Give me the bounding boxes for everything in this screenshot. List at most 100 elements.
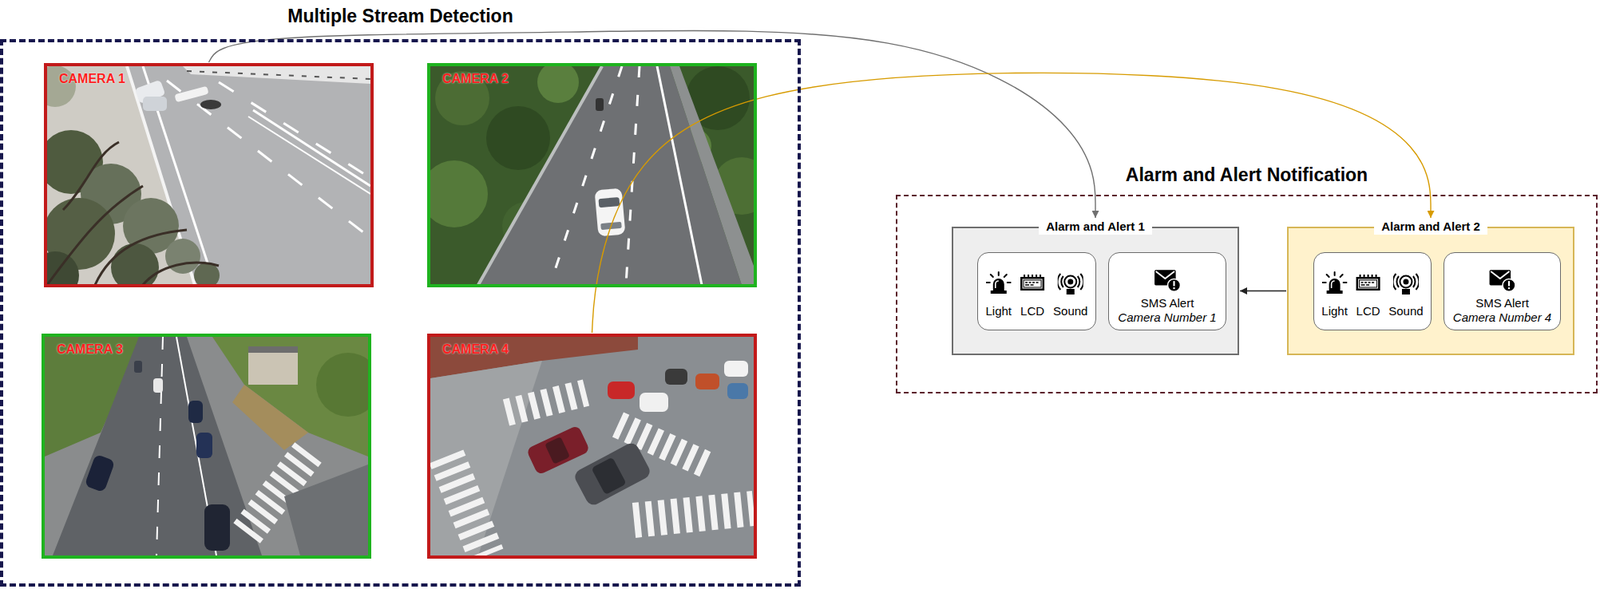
camera-frame: CAMERA 2 (427, 63, 757, 288)
device-panel: Light LCD Sound (977, 252, 1097, 331)
sms-text: Camera Number 1 (1117, 310, 1216, 325)
drawing-detail (430, 336, 754, 556)
drawing-detail (248, 351, 298, 385)
drawing-detail (550, 66, 622, 286)
drawing-detail (430, 160, 488, 228)
drawing-detail (625, 66, 640, 286)
drawing-detail (232, 384, 309, 451)
label-row: Light LCD Sound (1314, 304, 1431, 319)
drawing-detail (218, 82, 371, 179)
drawing-detail (204, 504, 230, 551)
camera-frame: CAMERA 3 (41, 333, 372, 559)
drawing-detail (134, 360, 143, 373)
camera-frame: CAMERA 4 (427, 333, 757, 559)
device-label: Sound (1388, 304, 1423, 319)
camera-label: CAMERA 2 (442, 71, 509, 87)
camera-2-scene (430, 66, 754, 286)
drawing-detail (590, 457, 626, 496)
drawing-detail (665, 368, 688, 385)
sms-panel: SMS AlertCamera Number 4 (1443, 252, 1561, 331)
drawing-detail (316, 352, 369, 417)
connector (209, 30, 1097, 218)
notification-region: Alarm and Alert NotificationAlarm and Al… (895, 194, 1598, 394)
device-icon (1489, 269, 1516, 292)
device-icon (1020, 274, 1045, 291)
drawing-detail (142, 96, 167, 111)
drawing-detail (478, 66, 602, 286)
icon-layer (978, 253, 1096, 330)
region-heading: Multiple Stream Detection (287, 5, 513, 27)
drawing-detail (47, 186, 143, 286)
drawing-detail (486, 106, 551, 171)
device-label: Sound (1053, 304, 1088, 319)
drawing-detail (506, 392, 587, 413)
device-icon (1322, 272, 1347, 294)
camera-label: CAMERA 4 (442, 342, 509, 357)
drawing-detail (196, 432, 213, 459)
device-label: LCD (1020, 304, 1045, 319)
drawing-detail (633, 508, 754, 521)
device-icon (1154, 269, 1181, 292)
alarm-title: Alarm and Alert 2 (1374, 218, 1488, 235)
drawing-detail (572, 440, 653, 508)
device-icon (1057, 273, 1084, 295)
drawing-detail (153, 378, 163, 393)
device-label: Light (1321, 304, 1348, 319)
drawing-detail (95, 229, 187, 286)
drawing-detail (52, 336, 262, 556)
drawing-detail (526, 424, 591, 476)
drawing-detail (595, 98, 604, 111)
camera-1-scene (47, 66, 371, 286)
drawing-detail (182, 66, 371, 84)
drawing-detail (200, 99, 222, 110)
icon-layer (1314, 253, 1431, 330)
drawing-detail (695, 373, 720, 390)
drawing-detail (284, 464, 369, 556)
drawing-detail (174, 86, 209, 103)
drawing-detail (526, 424, 591, 476)
drawing-detail (186, 71, 371, 80)
drawing-detail (47, 66, 220, 286)
drawing-detail (156, 336, 163, 556)
device-label: LCD (1356, 304, 1381, 319)
sms-text: SMS Alert (1475, 296, 1529, 311)
camera-4-scene (430, 336, 754, 556)
drawing-detail (63, 142, 119, 210)
drawing-detail (572, 440, 653, 508)
camera-label: CAMERA 1 (59, 71, 126, 87)
drawing-detail (727, 383, 749, 400)
drawing-detail (478, 66, 742, 286)
device-icon (1356, 274, 1381, 291)
device-icon (1393, 273, 1420, 295)
alarm-group: Alarm and Alert 1LightLCDSoundSMS AlertC… (951, 226, 1240, 356)
detection-region: Multiple Stream DetectionCAMERA 1CAMERA … (0, 39, 801, 587)
alarm-group: Alarm and Alert 2LightLCDSoundSMS AlertC… (1287, 226, 1575, 356)
region-heading: Alarm and Alert Notification (1125, 164, 1368, 186)
drawing-detail (446, 456, 487, 556)
camera-frame: CAMERA 1 (43, 63, 374, 288)
camera-label: CAMERA 3 (56, 342, 123, 357)
drawing-detail (595, 98, 604, 111)
drawing-detail (166, 80, 371, 238)
sms-text: Camera Number 4 (1453, 310, 1552, 325)
device-icon (986, 272, 1011, 294)
device-panel: Light LCD Sound (1313, 252, 1432, 331)
drawing-detail (110, 243, 159, 286)
drawing-detail (724, 360, 749, 377)
drawing-detail (253, 110, 371, 187)
drawing-detail (248, 346, 298, 353)
drawing-detail (657, 66, 702, 286)
drawing-detail (607, 381, 635, 400)
drawing-detail (165, 238, 201, 274)
drawing-detail (669, 66, 754, 286)
drawing-detail (47, 142, 219, 286)
camera-3-scene (44, 336, 369, 556)
label-row: Light LCD Sound (978, 304, 1096, 319)
drawing-detail (544, 436, 571, 465)
drawing-detail (84, 454, 116, 493)
drawing-detail (188, 400, 203, 424)
connector (1239, 290, 1287, 292)
drawing-detail (537, 66, 579, 103)
sms-text: SMS Alert (1140, 296, 1195, 311)
device-label: Light (986, 304, 1013, 319)
